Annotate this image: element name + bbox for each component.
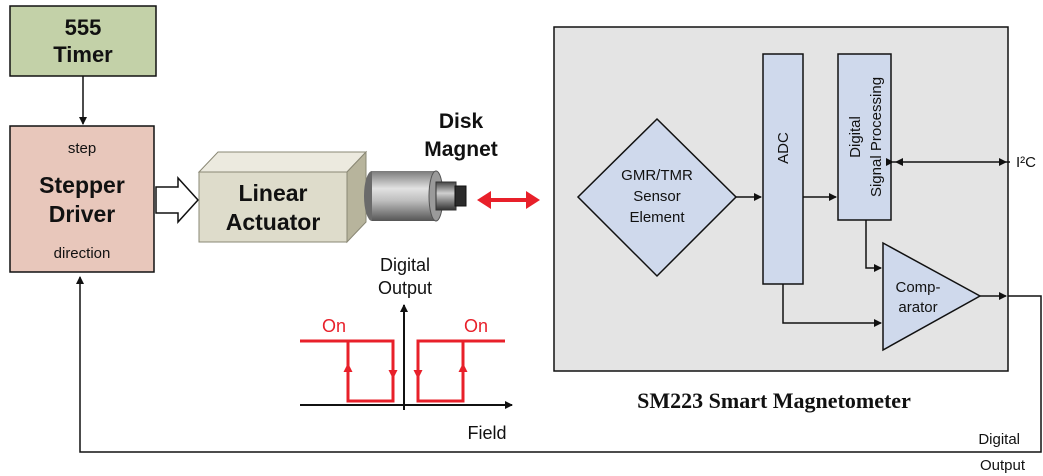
motion-arrow-right-head (526, 191, 540, 209)
stepper-driver-block: step Stepper Driver direction (9, 125, 155, 273)
dsp-label-line2: Signal Processing (868, 77, 885, 197)
digital-output-feedback-line (76, 276, 1042, 453)
dsp-label-line1: Digital (847, 116, 864, 158)
actuator-rod-with-magnet (364, 170, 467, 222)
driver-step-label: step (68, 140, 96, 157)
disk-magnet-label-line2: Magnet (424, 138, 498, 161)
driver-to-actuator-arrow (155, 176, 200, 224)
actuator-label-line2: Actuator (226, 209, 321, 235)
actuator-label-line1: Linear (238, 180, 307, 206)
motion-arrow-left-head (477, 191, 491, 209)
timer-label-line1: 555 (65, 15, 102, 40)
sensor-label-line1: GMR/TMR (621, 167, 693, 184)
sensor-label-line2: Sensor (633, 188, 681, 205)
hysteresis-graph: Digital Output Field On On (300, 255, 513, 443)
timer-label-line2: Timer (53, 42, 113, 67)
i2c-label: I²C (1016, 154, 1036, 171)
driver-label-line2: Driver (49, 201, 116, 227)
driver-direction-label: direction (54, 245, 111, 262)
graph-ylabel-line1: Digital (380, 255, 430, 275)
disk-magnet-label-line1: Disk (439, 110, 484, 133)
sensor-label-line3: Element (629, 209, 685, 226)
hysteresis-left-loop (300, 339, 395, 403)
adc-label: ADC (775, 132, 792, 164)
output-label-line2: Output (980, 457, 1026, 474)
graph-on-left-label: On (322, 316, 346, 336)
magnetometer-title: SM223 Smart Magnetometer (637, 388, 911, 413)
linear-actuator-block: Linear Actuator (197, 150, 368, 244)
adc-block: ADC (762, 53, 804, 285)
dsp-block: Digital Signal Processing (837, 53, 892, 221)
graph-ylabel-line2: Output (378, 278, 432, 298)
hysteresis-right-loop (416, 339, 505, 403)
timer-block: 555 Timer (9, 5, 157, 77)
comparator-label-line1: Comp- (895, 279, 940, 296)
graph-on-right-label: On (464, 316, 488, 336)
adc-to-comparator-arrow (782, 284, 882, 327)
output-label-line1: Digital (978, 431, 1020, 448)
graph-xlabel: Field (467, 423, 506, 443)
sensor-element-block: GMR/TMR Sensor Element (576, 117, 738, 278)
driver-label-line1: Stepper (39, 172, 125, 198)
comparator-block: Comp- arator (882, 241, 982, 352)
comparator-label-line2: arator (898, 299, 937, 316)
dsp-to-comparator-arrow (865, 220, 882, 272)
